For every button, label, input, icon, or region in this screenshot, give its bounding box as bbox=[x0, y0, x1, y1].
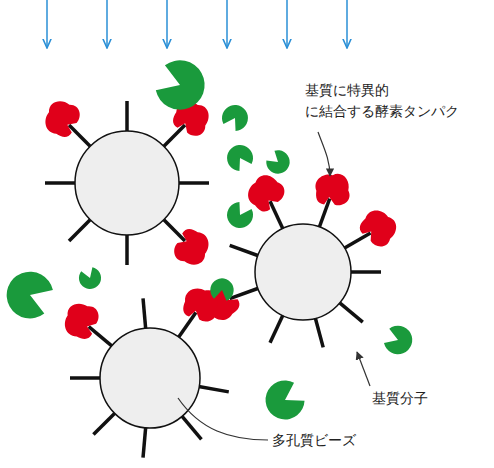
flow-arrows bbox=[47, 0, 347, 48]
enzyme-protein bbox=[355, 206, 401, 251]
substrate-molecule bbox=[222, 199, 256, 233]
linker-spike bbox=[125, 233, 129, 265]
porous-beads bbox=[75, 131, 351, 428]
linker-spike bbox=[181, 415, 202, 440]
substrate-molecule bbox=[222, 140, 256, 174]
linker-spike bbox=[230, 288, 260, 299]
linker-spike bbox=[89, 327, 114, 348]
enzyme-protein bbox=[63, 302, 101, 341]
substrate-molecule bbox=[209, 276, 236, 301]
linker-spike bbox=[197, 386, 229, 392]
linker-spike bbox=[45, 181, 77, 185]
substrate-molecule bbox=[258, 375, 309, 427]
leader-lines bbox=[178, 132, 370, 440]
linker-spike bbox=[125, 101, 129, 133]
porous-bead bbox=[100, 328, 200, 428]
enzyme-protein bbox=[243, 170, 289, 216]
linker-spike bbox=[230, 245, 260, 256]
linker-spike bbox=[338, 302, 363, 323]
enzyme-protein bbox=[42, 98, 82, 139]
leader-line bbox=[318, 132, 330, 176]
linker-spike bbox=[69, 125, 92, 148]
linker-spike bbox=[143, 298, 146, 330]
substrate-molecule bbox=[218, 100, 252, 134]
linker-spike bbox=[143, 426, 146, 458]
linker-spike bbox=[69, 218, 92, 241]
linker-spike bbox=[93, 412, 116, 435]
enzyme-protein bbox=[172, 226, 212, 267]
enzyme-protein bbox=[313, 171, 352, 209]
linker-spike bbox=[177, 181, 209, 185]
linker-spike bbox=[343, 233, 371, 249]
leader-line bbox=[357, 352, 370, 386]
enzyme-proteins bbox=[42, 98, 400, 340]
substrate-molecule bbox=[152, 55, 212, 117]
porous-bead bbox=[255, 224, 351, 320]
substrate-molecule bbox=[0, 265, 57, 324]
linker-spikes bbox=[45, 101, 381, 458]
substrate-molecule bbox=[76, 265, 104, 292]
leader-line bbox=[178, 398, 268, 440]
linker-spike bbox=[270, 314, 284, 343]
linker-spike bbox=[162, 218, 185, 241]
linker-spike bbox=[178, 312, 196, 338]
linker-spike bbox=[349, 270, 381, 274]
substrate-molecule bbox=[263, 147, 295, 179]
bead-label: 多孔質ビーズ bbox=[272, 430, 392, 451]
substrate-molecule bbox=[382, 322, 417, 358]
linker-spike bbox=[162, 125, 185, 148]
linker-spike bbox=[315, 316, 323, 347]
enzyme-label: 基質に特異的 に結合する酵素タンパク bbox=[305, 80, 487, 122]
substrate-label: 基質分子 bbox=[372, 388, 462, 409]
linker-spike bbox=[270, 201, 284, 230]
porous-bead bbox=[75, 131, 179, 235]
linker-spike bbox=[70, 376, 102, 380]
